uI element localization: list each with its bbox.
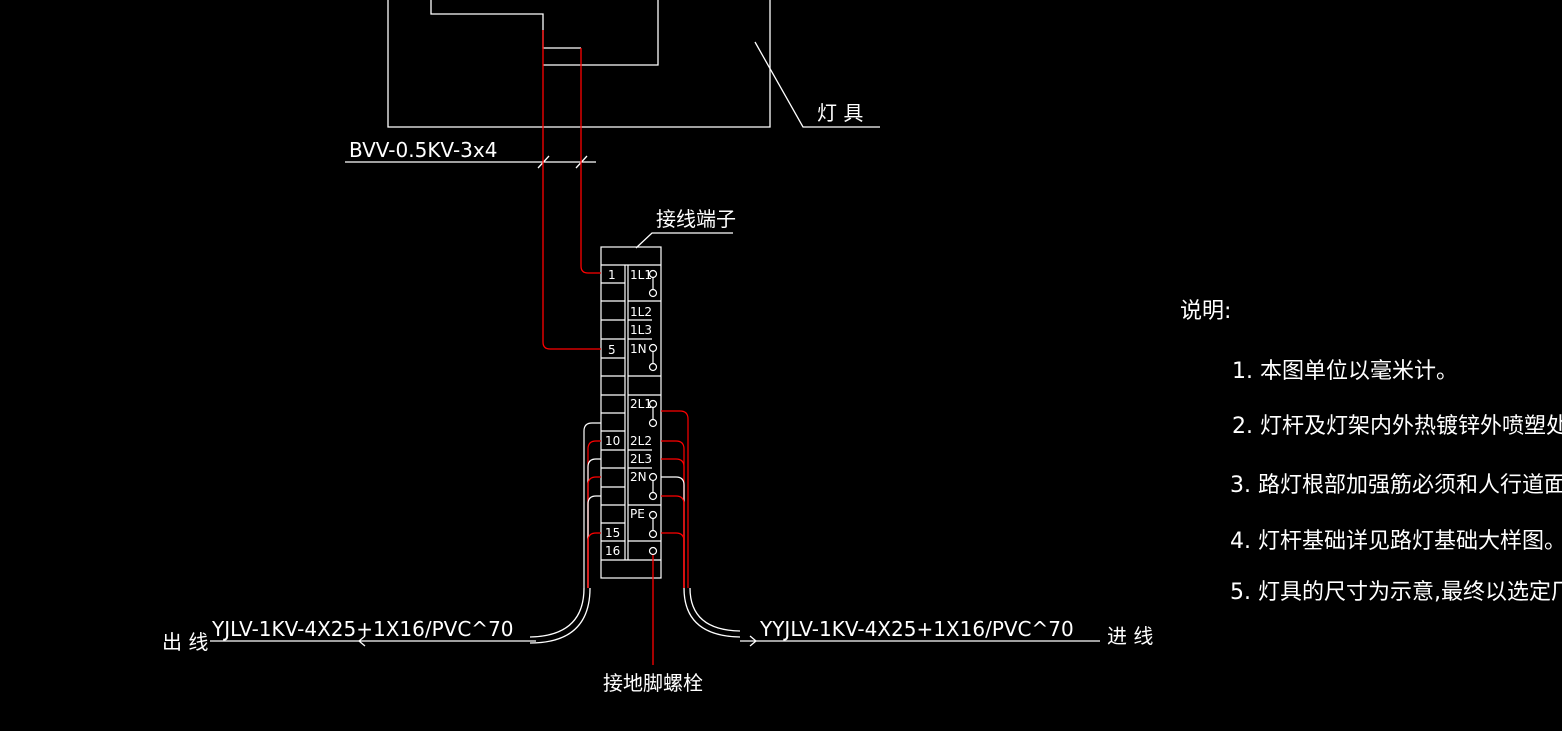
terminal-block-label: 接线端子 (656, 207, 736, 231)
note-item: 1. 本图单位以毫米计。 (1232, 359, 1458, 384)
contact-circle (648, 546, 658, 556)
incoming-conductors (661, 410, 689, 588)
terminal-leader (635, 232, 733, 249)
terminal-contacts (648, 269, 658, 556)
ground-bolt-label: 接地脚螺栓 (603, 671, 703, 695)
terminal-label: 1L1 (630, 268, 652, 282)
terminal-number: 16 (605, 544, 620, 558)
terminal-label: 2L3 (630, 452, 652, 466)
note-item: 3. 路灯根部加强筋必须和人行道面齐平。 (1230, 473, 1562, 498)
cable-leaders (210, 635, 1100, 647)
outgoing-label: 出 线 (162, 630, 208, 654)
terminal-label: PE (630, 507, 645, 521)
cable-spec-label: BVV-0.5KV-3x4 (349, 138, 497, 162)
terminal-label: 1N (630, 342, 647, 356)
fixture-wires (542, 30, 601, 350)
incoming-cable-spec: YYJLV-1KV-4X25+1X16/PVC^70 (759, 617, 1074, 641)
notes-title: 说明: (1180, 299, 1231, 324)
incoming-conduit (683, 587, 741, 638)
fixture-leader-line (754, 41, 880, 128)
terminal-label: 1L3 (630, 323, 652, 337)
terminal-number: 1 (608, 268, 616, 282)
terminal-label: 2L1 (630, 397, 652, 411)
terminal-label: 2L2 (630, 434, 652, 448)
terminal-number: 15 (605, 526, 620, 540)
outgoing-conduit (529, 587, 591, 644)
note-item: 5. 灯具的尺寸为示意,最终以选定厂家的为准 (1230, 580, 1562, 605)
terminal-block (600, 246, 662, 579)
terminal-number: 5 (608, 343, 616, 357)
terminal-number: 10 (605, 434, 620, 448)
terminal-label: 2N (630, 470, 647, 484)
fixture-label: 灯 具 (817, 101, 863, 125)
terminal-label: 1L2 (630, 305, 652, 319)
note-item: 2. 灯杆及灯架内外热镀锌外喷塑处理。 (1232, 414, 1562, 439)
note-item: 4. 灯杆基础详见路灯基础大样图。 (1230, 529, 1562, 554)
outgoing-cable-spec: YJLV-1KV-4X25+1X16/PVC^70 (211, 617, 514, 641)
outgoing-conductors (583, 422, 601, 588)
incoming-label: 进 线 (1107, 624, 1153, 648)
